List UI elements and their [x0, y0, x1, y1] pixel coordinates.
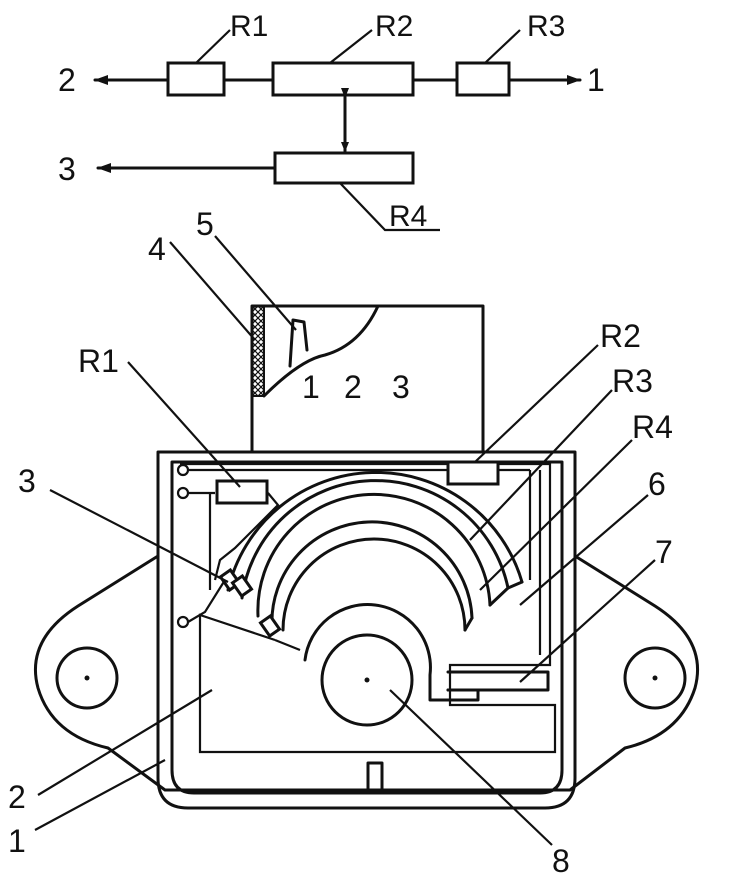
- leader-r3: [484, 29, 521, 64]
- circuit-board-outline: [180, 462, 557, 754]
- leader-assembly-r4: [479, 439, 633, 591]
- leader-assembly-r1: [127, 361, 241, 488]
- track-r3-inner: [270, 520, 474, 628]
- mounting-flange: [33, 554, 700, 792]
- part-number-5: 5: [196, 206, 214, 242]
- leader-6: [519, 494, 649, 606]
- leader-assembly-r3: [469, 389, 613, 541]
- leader-3: [49, 489, 229, 583]
- housing-slot: [366, 761, 384, 795]
- spring-arm: [446, 670, 550, 692]
- part-number-7: 7: [655, 534, 673, 570]
- mounting-hole-left: [55, 646, 119, 710]
- wiper-lead: [274, 638, 301, 652]
- assembly: 1 2 3 R1 R2 R3 R4 4 5 3 6 7 2 1 8: [8, 206, 700, 879]
- part-number-3: 3: [18, 463, 36, 499]
- connector-pin-1: 1: [302, 369, 320, 405]
- board-resistor-r2: [446, 460, 500, 486]
- part-number-6: 6: [648, 466, 666, 502]
- connector-housing: [250, 304, 485, 454]
- part-number-4: 4: [148, 231, 166, 267]
- track-r2-inner: [240, 479, 510, 600]
- schematic-label-r4: R4: [389, 200, 427, 233]
- resistor-r2-box: [271, 61, 415, 97]
- assembly-label-r4: R4: [632, 409, 673, 445]
- schematic-terminal-3: 3: [58, 151, 76, 187]
- leader-r4: [339, 182, 440, 232]
- resistor-r3-box: [455, 61, 511, 97]
- mounting-hole-left-center: [84, 675, 90, 681]
- assembly-label-r1: R1: [78, 343, 119, 379]
- schematic-terminal-2: 2: [58, 62, 76, 98]
- leader-5: [214, 235, 297, 331]
- schematic-label-r3: R3: [527, 10, 565, 43]
- shaft-outer: [303, 603, 480, 702]
- track-r2-outer: [226, 470, 524, 592]
- pad-1: [176, 463, 190, 477]
- housing-inner: [170, 460, 564, 795]
- part-number-8: 8: [552, 843, 570, 879]
- assembly-label-r3: R3: [612, 363, 653, 399]
- connector-pin-2: 2: [344, 369, 362, 405]
- resistor-r1-box: [166, 61, 226, 97]
- leader-7: [519, 559, 656, 683]
- connector-contact: [288, 318, 309, 368]
- part-number-2: 2: [8, 779, 26, 815]
- leader-4: [169, 241, 256, 341]
- schematic: R1 R2 R3 R4 2 1 3: [58, 10, 605, 233]
- shaft-center: [364, 677, 370, 683]
- mounting-hole-right: [623, 646, 687, 710]
- resistor-r4-box: [273, 151, 415, 185]
- trace-r1-down: [213, 492, 280, 581]
- leader-assembly-r2: [474, 344, 599, 463]
- leader-2: [37, 689, 213, 796]
- shaft-inner: [320, 633, 414, 727]
- track-r4-end: [463, 616, 474, 632]
- leader-1: [34, 759, 166, 831]
- track-r2-end: [506, 580, 524, 590]
- contact-clip-3: [258, 613, 282, 639]
- connector-seal-hatch: [251, 305, 265, 397]
- mounting-hole-right-center: [652, 675, 658, 681]
- trace-pad3: [187, 579, 226, 623]
- connector-pin-3: 3: [392, 369, 410, 405]
- track-r3-outer: [256, 492, 492, 618]
- assembly-label-r2: R2: [600, 318, 641, 354]
- track-r3-end: [488, 586, 510, 607]
- schematic-label-r1: R1: [230, 10, 268, 43]
- board-resistor-r1: [215, 479, 269, 505]
- leader-r1: [195, 29, 231, 64]
- track-r4: [281, 537, 467, 632]
- part-number-1: 1: [8, 823, 26, 859]
- leader-r2: [329, 29, 373, 64]
- connector-cutaway: [262, 304, 380, 398]
- pad-3: [176, 615, 190, 629]
- schematic-label-r2: R2: [375, 10, 413, 43]
- housing-outer: [156, 450, 577, 810]
- leader-8: [389, 689, 553, 846]
- contact-clip-2: [230, 573, 254, 599]
- pad-2: [176, 486, 190, 500]
- schematic-terminal-1: 1: [587, 62, 605, 98]
